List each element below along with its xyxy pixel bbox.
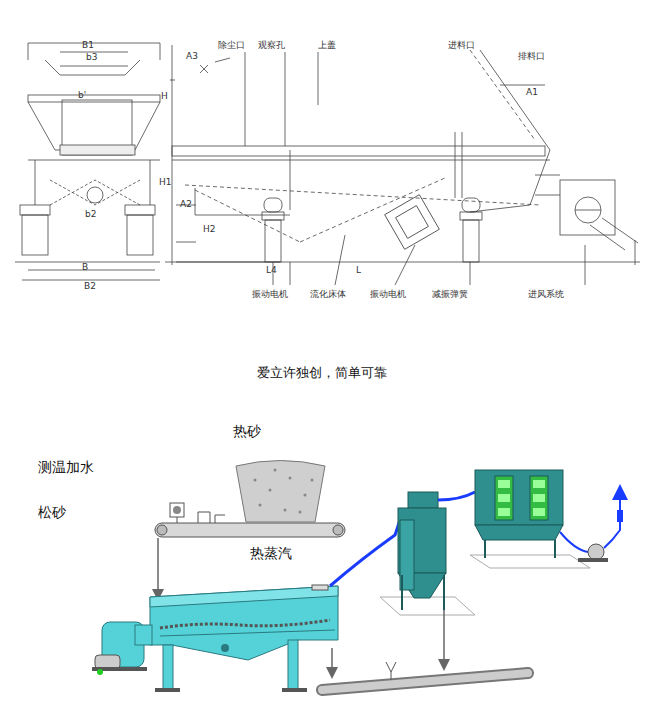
part-label: b' (78, 91, 86, 101)
part-label: 观察孔 (258, 41, 285, 51)
part-label: 除尘口 (218, 41, 245, 51)
part-label: 减振弹簧 (432, 290, 468, 300)
process-note: 热砂 (233, 424, 261, 439)
part-label: 进料口 (448, 41, 475, 51)
caption: 爱立许独创，简单可靠 (257, 366, 387, 380)
part-label: A3 (186, 52, 198, 62)
part-label: 进风系统 (528, 290, 564, 300)
part-label: 排料口 (518, 52, 545, 62)
part-label: b2 (85, 210, 96, 220)
process-note: 热蒸汽 (250, 546, 292, 561)
part-label: 流化床体 (310, 290, 346, 300)
part-label: A2 (180, 200, 192, 210)
part-label: L (356, 266, 361, 276)
part-label: B2 (84, 282, 96, 292)
part-label: A1 (526, 88, 538, 98)
part-label: B (82, 263, 88, 273)
part-label: H (161, 92, 168, 102)
part-label: 上盖 (318, 41, 336, 51)
part-label: B1 (82, 41, 94, 51)
part-label: L4 (266, 266, 277, 276)
part-label: 振动电机 (252, 290, 288, 300)
process-note: 松砂 (38, 505, 66, 520)
part-label: H2 (203, 225, 216, 235)
part-label: b3 (86, 53, 97, 63)
part-label: H1 (159, 178, 172, 188)
part-label: 振动电机 (370, 290, 406, 300)
process-note: 测温加水 (38, 460, 94, 475)
